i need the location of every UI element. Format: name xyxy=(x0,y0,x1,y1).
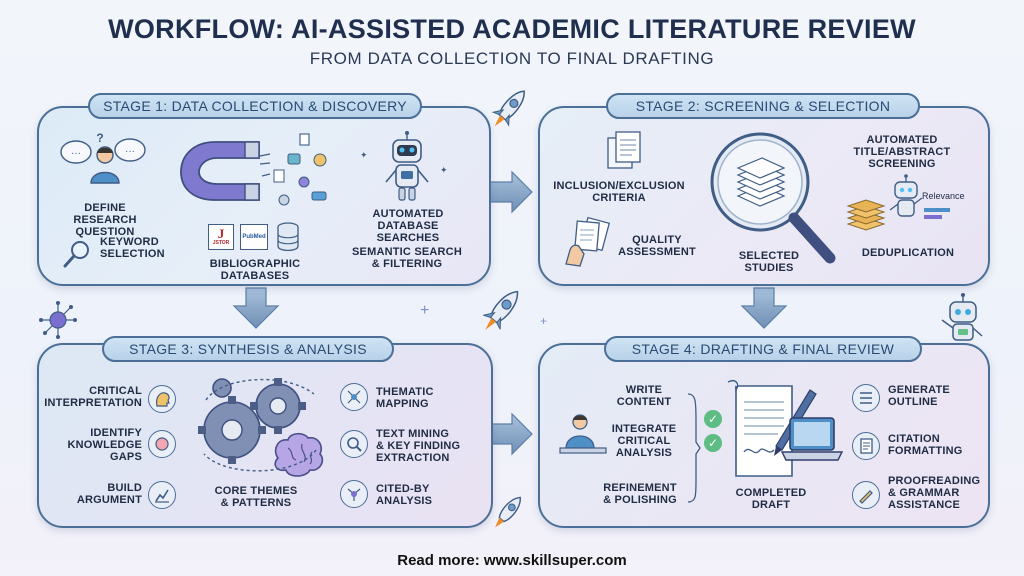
build-argument-label: BUILD ARGUMENT xyxy=(76,482,142,506)
selected-studies-label: SELECTED STUDIES xyxy=(738,250,800,274)
automated-database-searches-label: AUTOMATED DATABASE SEARCHES xyxy=(372,208,444,244)
text-mining-label: TEXT MINING & KEY FINDING EXTRACTION xyxy=(376,428,461,464)
citation-doc-icon xyxy=(852,432,880,460)
robot-icon xyxy=(385,131,429,201)
floating-data-icons xyxy=(259,133,327,206)
cited-by-analysis-label: CITED-BY ANALYSIS xyxy=(376,483,433,507)
stage1-title: STAGE 1: DATA COLLECTION & DISCOVERY xyxy=(88,93,422,119)
rocket-icon xyxy=(483,290,519,330)
brain-icon xyxy=(274,432,324,477)
completed-draft-label: COMPLETED DRAFT xyxy=(735,487,807,511)
inclusion-exclusion-criteria-label: INCLUSION/EXCLUSION CRITERIA xyxy=(553,180,685,204)
proofreading-label: PROOFREADING & GRAMMAR ASSISTANCE xyxy=(888,475,981,511)
sparkle-icon: ✦ xyxy=(440,165,448,175)
arrow-stage2-down xyxy=(740,287,788,329)
brain-profile-icon xyxy=(148,430,176,458)
head-profile-icon xyxy=(148,385,176,413)
magnifying-glass-icon xyxy=(710,132,836,264)
person-icon xyxy=(90,146,120,184)
checkmark-icon: ✓ xyxy=(704,434,722,452)
arrow-stage3-to-stage4 xyxy=(489,412,533,456)
critical-interpretation-label: CRITICAL INTERPRETATION xyxy=(44,385,142,409)
keyword-selection-label: KEYWORD SELECTION xyxy=(100,236,165,260)
bibliographic-databases-label: BIBLIOGRAPHIC DATABASES xyxy=(209,258,301,282)
pubmed-logo: PubMed xyxy=(240,224,268,250)
arrow-stage1-to-stage2 xyxy=(485,170,533,214)
thought-bubble-icon: ··· ··· ? xyxy=(60,131,146,164)
svg-text:···: ··· xyxy=(71,148,81,159)
magnet-icon xyxy=(180,141,260,201)
text-search-icon xyxy=(340,430,368,458)
bracket-line xyxy=(687,393,701,503)
deduplication-label: DEDUPLICATION xyxy=(861,247,955,259)
svg-text:···: ··· xyxy=(125,146,135,157)
identify-knowledge-gaps-label: IDENTIFY KNOWLEDGE GAPS xyxy=(67,427,142,463)
svg-text:?: ? xyxy=(96,131,103,145)
page-title: WORKFLOW: AI-ASSISTED ACADEMIC LITERATUR… xyxy=(108,14,916,44)
sparkle-icon: + xyxy=(420,302,430,319)
paper-stack-icon xyxy=(846,199,886,231)
hand-documents-icon xyxy=(565,216,611,267)
integrate-analysis-label: INTEGRATE CRITICAL ANALYSIS xyxy=(611,423,677,459)
quality-assessment-label: QUALITY ASSESSMENT xyxy=(618,234,696,258)
citation-formatting-label: CITATION FORMATTING xyxy=(888,433,963,457)
relevance-bars-icon xyxy=(924,208,950,219)
checklist-icon xyxy=(852,384,880,412)
relevance-label: Relevance xyxy=(922,191,965,201)
gears-icon xyxy=(198,378,306,464)
generate-outline-label: GENERATE OUTLINE xyxy=(888,384,950,408)
sparkle-icon: ✦ xyxy=(360,150,368,160)
network-icon xyxy=(340,383,368,411)
automated-screening-label: AUTOMATED TITLE/ABSTRACT SCREENING xyxy=(853,134,951,170)
footer-read-more[interactable]: Read more: www.skillsuper.com xyxy=(397,552,627,569)
rocket-icon xyxy=(491,90,525,127)
jstor-logo: J JSTOR xyxy=(208,224,234,250)
stage2-title: STAGE 2: SCREENING & SELECTION xyxy=(606,93,920,119)
magnifier-icon xyxy=(63,241,89,268)
circular-arrows xyxy=(203,378,317,472)
refinement-polishing-label: REFINEMENT & POLISHING xyxy=(603,482,677,506)
checkmark-icon: ✓ xyxy=(704,410,722,428)
arrow-stage1-down xyxy=(232,287,280,329)
core-themes-label: CORE THEMES & PATTERNS xyxy=(214,485,298,509)
proofreading-icon xyxy=(852,481,880,509)
stage3-title: STAGE 3: SYNTHESIS & ANALYSIS xyxy=(102,336,394,362)
network-node-icon xyxy=(39,301,77,339)
semantic-search-label: SEMANTIC SEARCH & FILTERING xyxy=(352,246,462,270)
chart-icon xyxy=(148,481,176,509)
documents-icon xyxy=(607,131,641,169)
rocket-icon xyxy=(495,496,521,528)
stage4-title: STAGE 4: DRAFTING & FINAL REVIEW xyxy=(604,336,922,362)
laptop-icon xyxy=(780,417,844,461)
thematic-mapping-label: THEMATIC MAPPING xyxy=(376,386,434,410)
sparkle-icon: + xyxy=(540,314,548,328)
citation-network-icon xyxy=(340,480,368,508)
page-subtitle: FROM DATA COLLECTION TO FINAL DRAFTING xyxy=(309,49,715,68)
robot-icon xyxy=(889,174,923,217)
write-content-label: WRITE CONTENT xyxy=(616,384,672,408)
robot-icon xyxy=(941,293,983,341)
database-icon xyxy=(277,222,299,252)
person-at-desk-icon xyxy=(559,414,607,454)
define-research-question-label: DEFINE RESEARCH QUESTION xyxy=(73,202,137,238)
